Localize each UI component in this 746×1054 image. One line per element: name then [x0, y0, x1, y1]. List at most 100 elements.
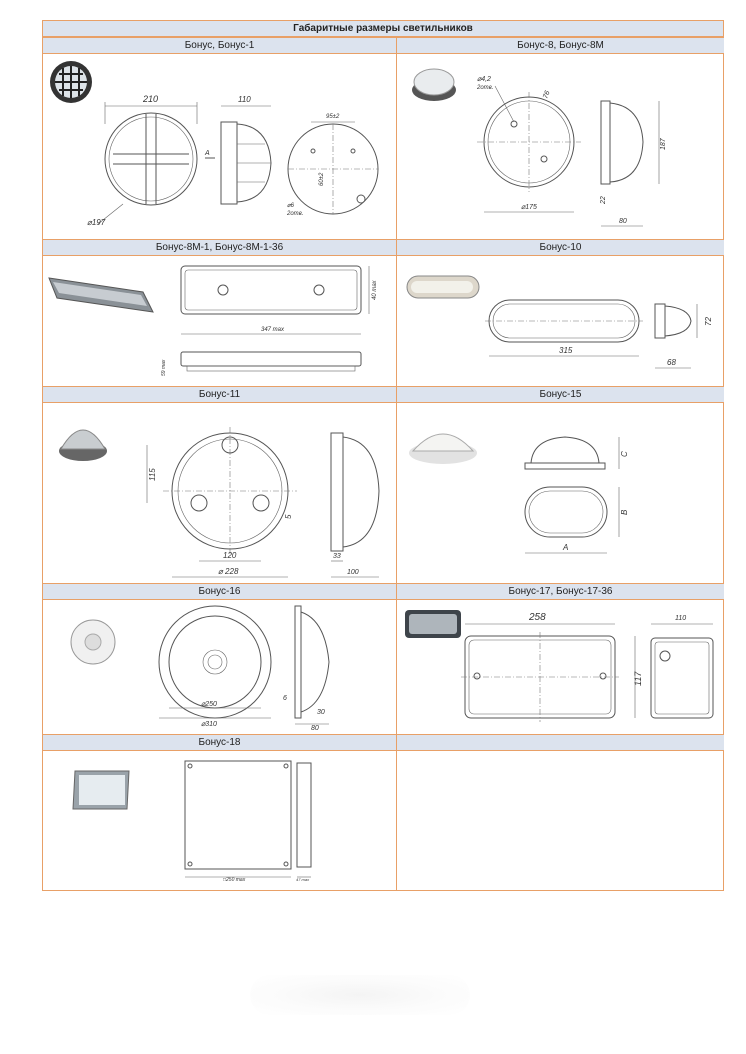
front-view-bonus-11: 115 5 120 ⌀ 228	[146, 427, 297, 578]
side-view-bonus-10: 72 68	[654, 303, 713, 369]
header-bonus-16: Бонус-16	[43, 583, 397, 600]
faded-watermark	[250, 975, 470, 1015]
drawing-bonus-17: 258 117 110	[405, 610, 714, 722]
side-view-bonus-8m-1: 59 max	[161, 351, 362, 376]
side-view-bonus-18: 47 max	[296, 762, 312, 882]
top-view-bonus-17: 258 117	[461, 612, 643, 722]
header-empty	[397, 734, 724, 751]
svg-text:⌀ 228: ⌀ 228	[218, 567, 239, 576]
cell-bonus-11: 115 5 120 ⌀ 228 33 100	[43, 403, 397, 583]
side-view-bonus-16: 6 30 80	[283, 605, 330, 732]
svg-text:A: A	[562, 543, 568, 552]
svg-text:C: C	[620, 451, 629, 457]
top-view-bonus-10: 315	[485, 299, 643, 357]
svg-text:⌀175: ⌀175	[521, 204, 537, 211]
svg-text:B: B	[620, 509, 629, 515]
svg-text:68: 68	[667, 358, 676, 367]
svg-text:40 max: 40 max	[372, 279, 378, 300]
svg-text:□250 max: □250 max	[223, 877, 246, 883]
side-view-bonus-17: 110	[650, 615, 714, 719]
side-view-bonus: 110	[220, 95, 272, 205]
header-bonus-10: Бонус-10	[397, 239, 724, 256]
header-bonus-8: Бонус-8, Бонус-8М	[397, 37, 724, 54]
svg-text:110: 110	[675, 615, 686, 622]
header-bonus-17: Бонус-17, Бонус-17-36	[397, 583, 724, 600]
drawing-bonus-8m-1: 347 max 40 max 59 max	[48, 265, 378, 376]
header-bonus-8m-1: Бонус-8М-1, Бонус-8М-1-36	[43, 239, 397, 256]
svg-text:76: 76	[542, 90, 551, 100]
cell-bonus-15: C B A	[397, 403, 724, 583]
photo-bonus-11	[59, 429, 107, 461]
drawing-bonus-11: 115 5 120 ⌀ 228 33 100	[59, 427, 380, 578]
svg-text:347 max: 347 max	[261, 327, 285, 333]
cell-bonus-8: ⌀4,2 2отв. 76 ⌀175 187 22 80	[397, 54, 724, 239]
svg-text:95±2: 95±2	[326, 114, 340, 120]
photo-bonus-17	[405, 610, 461, 638]
svg-text:6: 6	[283, 695, 287, 702]
cell-bonus: 210 ⌀197 A 110	[43, 54, 397, 239]
photo-bonus-15	[409, 433, 477, 464]
back-view-bonus: 95±2 60±2 ⌀6 2отв.	[286, 114, 379, 217]
drawing-bonus-15: C B A	[409, 433, 629, 554]
header-bonus-15: Бонус-15	[397, 386, 724, 403]
header-bonus-11: Бонус-11	[43, 386, 397, 403]
svg-text:5: 5	[284, 514, 293, 519]
svg-text:72: 72	[704, 317, 713, 326]
front-view-bonus-18: □250 max	[184, 760, 292, 883]
photo-bonus-8	[412, 68, 456, 101]
svg-text:59 max: 59 max	[161, 359, 167, 376]
svg-text:80: 80	[311, 725, 319, 732]
top-view-bonus-8m-1: 347 max 40 max	[180, 265, 378, 335]
svg-text:115: 115	[148, 468, 157, 481]
svg-text:2отв.: 2отв.	[476, 85, 493, 91]
svg-text:⌀197: ⌀197	[87, 218, 106, 227]
svg-text:⌀6: ⌀6	[287, 203, 295, 209]
side-view-bonus-8: 187 22 80	[600, 100, 667, 227]
photo-bonus-18	[72, 770, 130, 810]
svg-text:2отв.: 2отв.	[286, 211, 303, 217]
svg-text:110: 110	[238, 95, 251, 104]
photo-bonus	[50, 61, 92, 103]
svg-text:⌀4,2: ⌀4,2	[477, 76, 491, 83]
svg-text:30: 30	[317, 709, 325, 716]
svg-text:⌀310: ⌀310	[201, 721, 217, 728]
drawing-bonus-18: □250 max 47 max	[72, 760, 312, 883]
cell-bonus-16: ⌀250 ⌀310 6 30 80	[43, 600, 397, 734]
drawing-bonus-8: ⌀4,2 2отв. 76 ⌀175 187 22 80	[412, 68, 667, 227]
cell-bonus-8m-1: 347 max 40 max 59 max	[43, 256, 397, 386]
svg-text:⌀250: ⌀250	[201, 701, 217, 708]
svg-text:117: 117	[633, 671, 643, 686]
photo-bonus-8m-1	[48, 277, 154, 313]
svg-text:258: 258	[528, 612, 546, 623]
side-view-bonus-11: 33 100	[330, 432, 380, 578]
cell-bonus-10: 315 72 68	[397, 256, 724, 386]
svg-text:120: 120	[223, 551, 237, 560]
table-title: Габаритные размеры светильников	[43, 21, 723, 37]
drawing-bonus: 210 ⌀197 A 110	[50, 61, 379, 227]
front-view-bonus-16: ⌀250 ⌀310	[158, 605, 272, 728]
dimensions-table: Габаритные размеры светильников Бонус, Б…	[42, 20, 724, 891]
svg-text:100: 100	[347, 569, 359, 576]
svg-text:210: 210	[142, 94, 158, 104]
photo-bonus-16	[70, 619, 116, 665]
svg-text:A: A	[204, 150, 210, 157]
photo-bonus-10	[406, 275, 480, 299]
header-bonus: Бонус, Бонус-1	[43, 37, 397, 54]
drawing-bonus-16: ⌀250 ⌀310 6 30 80	[70, 605, 330, 732]
svg-text:22: 22	[600, 196, 607, 205]
header-bonus-18: Бонус-18	[43, 734, 397, 751]
svg-text:60±2: 60±2	[319, 172, 325, 186]
front-view-bonus: 210 ⌀197	[87, 94, 198, 227]
drawing-bonus-10: 315 72 68	[406, 275, 713, 369]
front-view-bonus-8: ⌀4,2 2отв. 76 ⌀175	[476, 76, 581, 213]
svg-text:187: 187	[660, 137, 667, 150]
cell-bonus-18: □250 max 47 max	[43, 751, 397, 891]
svg-text:47 max: 47 max	[296, 877, 310, 882]
top-view-bonus-15: B A	[524, 486, 629, 554]
svg-text:33: 33	[333, 553, 341, 560]
cell-bonus-17: 258 117 110	[397, 600, 724, 734]
svg-text:315: 315	[559, 346, 573, 355]
svg-text:80: 80	[619, 218, 627, 225]
side-view-bonus-15: C	[524, 436, 629, 470]
cell-empty	[397, 751, 724, 891]
